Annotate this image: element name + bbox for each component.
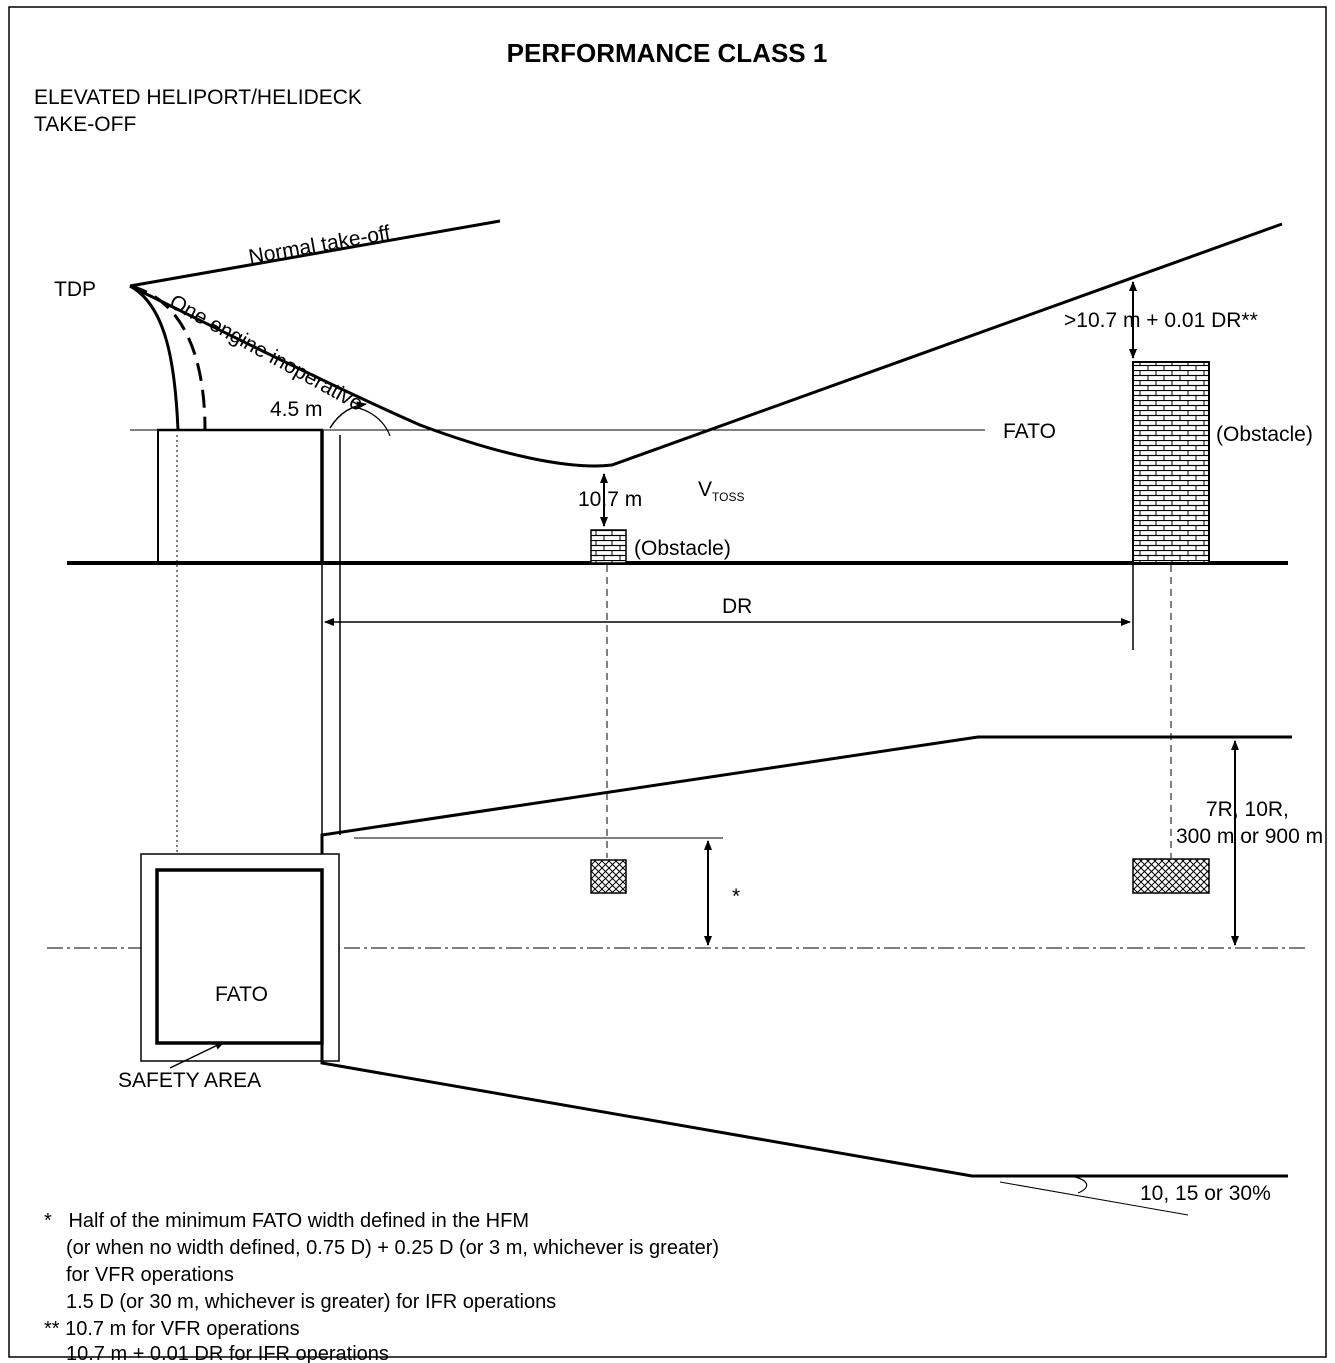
- clearance-4-5m-label: 4.5 m: [270, 398, 323, 421]
- subtitle-line1: ELEVATED HELIPORT/HELIDECK: [34, 86, 362, 109]
- subtitle-line2: TAKE-OFF: [34, 113, 136, 136]
- note-line-3: for VFR operations: [66, 1264, 234, 1286]
- safety-area-label: SAFETY AREA: [118, 1069, 261, 1092]
- far-obstacle-plan: [1132, 858, 1210, 894]
- near-obstacle-label: (Obstacle): [634, 537, 731, 560]
- rejected-takeoff-curve: [129, 284, 180, 431]
- safety-area-pointer: [169, 1041, 225, 1069]
- far-clearance-label: >10.7 m + 0.01 DR**: [1064, 309, 1258, 332]
- clearance-4-5m-arrow: [329, 401, 367, 429]
- final-width-label-line2: 300 m or 900 m: [1176, 825, 1323, 848]
- fato-plan-box: [155, 868, 324, 1045]
- vtoss-label: VTOSS: [698, 478, 744, 504]
- final-width-label-line1: 7R, 10R,: [1206, 798, 1289, 821]
- splay-angle-arc: [1074, 1176, 1088, 1194]
- note-line-1: * Half of the minimum FATO width defined…: [44, 1210, 529, 1232]
- half-width-asterisk: *: [732, 885, 740, 908]
- far-obstacle-label: (Obstacle): [1216, 423, 1313, 446]
- splay-label: 10, 15 or 30%: [1140, 1182, 1271, 1205]
- safety-area-outline: [140, 853, 340, 1062]
- near-obstacle: [590, 529, 627, 564]
- note-line-5: ** 10.7 m for VFR operations: [44, 1318, 300, 1340]
- clearance-10-7m-label: 10.7 m: [578, 488, 642, 511]
- near-obstacle-plan: [590, 859, 627, 894]
- vtoss-subscript: TOSS: [712, 490, 744, 504]
- figure-title: PERFORMANCE CLASS 1: [507, 38, 828, 68]
- splay-reference-line: [999, 1181, 1189, 1216]
- note-line-6: 10.7 m + 0.01 DR for IFR operations: [66, 1343, 389, 1363]
- oaa-upper-boundary: [320, 735, 1292, 854]
- far-obstacle: [1132, 361, 1210, 564]
- tdp-label: TDP: [54, 278, 96, 301]
- angle-arc: [353, 406, 391, 437]
- note-line-2: (or when no width defined, 0.75 D) + 0.2…: [66, 1237, 719, 1259]
- outer-frame: [8, 6, 1327, 1358]
- fato-plan-label: FATO: [215, 983, 268, 1006]
- dr-label: DR: [722, 595, 752, 618]
- fato-level-label: FATO: [1003, 420, 1056, 443]
- note-line-4: 1.5 D (or 30 m, whichever is greater) fo…: [66, 1291, 556, 1313]
- rejected-takeoff-dashed-curve: [129, 284, 207, 431]
- normal-takeoff-path: [129, 219, 501, 288]
- normal-takeoff-label: Normal take-off: [247, 221, 392, 269]
- vtoss-v: V: [698, 478, 712, 501]
- one-engine-inoperative-path: [129, 222, 1283, 468]
- oaa-lower-boundary: [320, 1043, 1288, 1178]
